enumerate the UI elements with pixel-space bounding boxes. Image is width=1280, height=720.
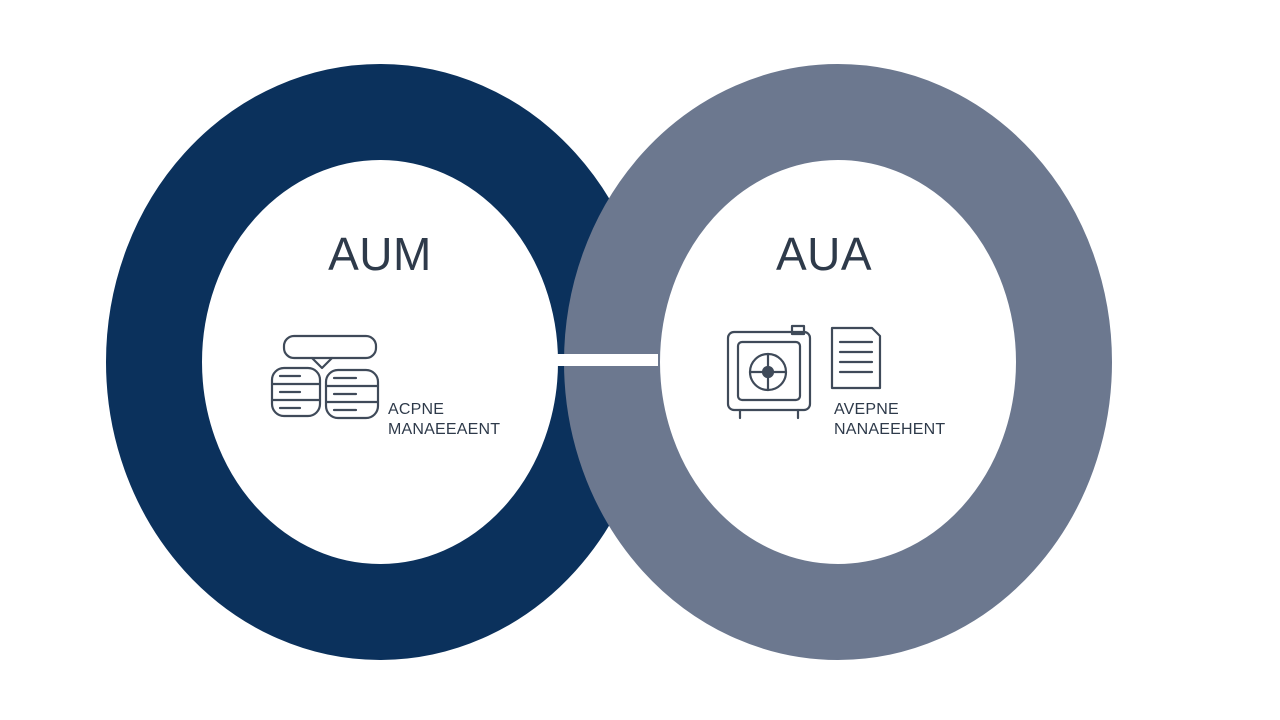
aua-ring xyxy=(564,64,1112,660)
aum-caption-line1: ACPNE xyxy=(388,401,444,418)
aua-caption-line1: AVEPNE xyxy=(834,401,899,418)
speech-bubble-icon xyxy=(282,334,378,370)
aum-caption-line2: MANAEEAENT xyxy=(388,421,500,438)
aum-title: AUM xyxy=(328,228,432,280)
aum-ring xyxy=(106,64,654,660)
ring-divider xyxy=(548,354,658,366)
aua-caption-line2: NANAEEHENT xyxy=(834,421,945,438)
safe-icon xyxy=(726,324,812,420)
server-icon xyxy=(270,366,322,418)
document-icon xyxy=(830,326,882,390)
aua-title: AUA xyxy=(776,228,872,280)
server-icon xyxy=(324,368,380,420)
